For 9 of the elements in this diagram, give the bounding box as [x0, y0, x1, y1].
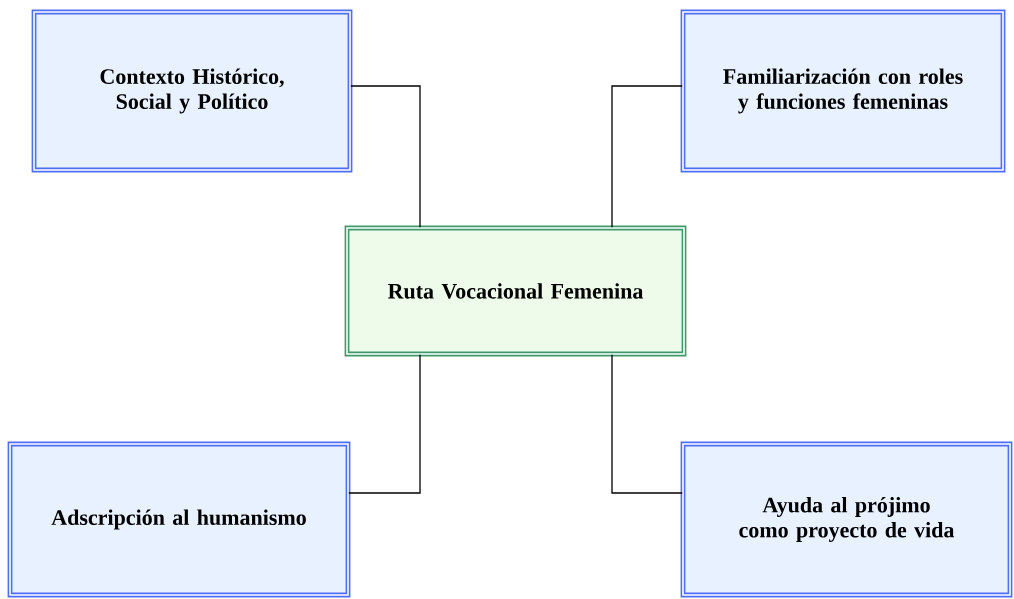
- central-box: Ruta Vocacional Femenina: [344, 225, 687, 357]
- connector-line: [348, 354, 421, 494]
- connector-line: [611, 354, 683, 494]
- topic-box: Contexto Histórico, Social y Político: [31, 9, 353, 173]
- topic-box: Adscripción al humanismo: [7, 441, 351, 598]
- topic-box: Ayuda al prójimo como proyecto de vida: [680, 441, 1013, 598]
- topic-box: Familiarización con roles y funciones femeninas: [680, 9, 1006, 173]
- connector-line: [350, 85, 421, 228]
- connector-line: [611, 85, 683, 228]
